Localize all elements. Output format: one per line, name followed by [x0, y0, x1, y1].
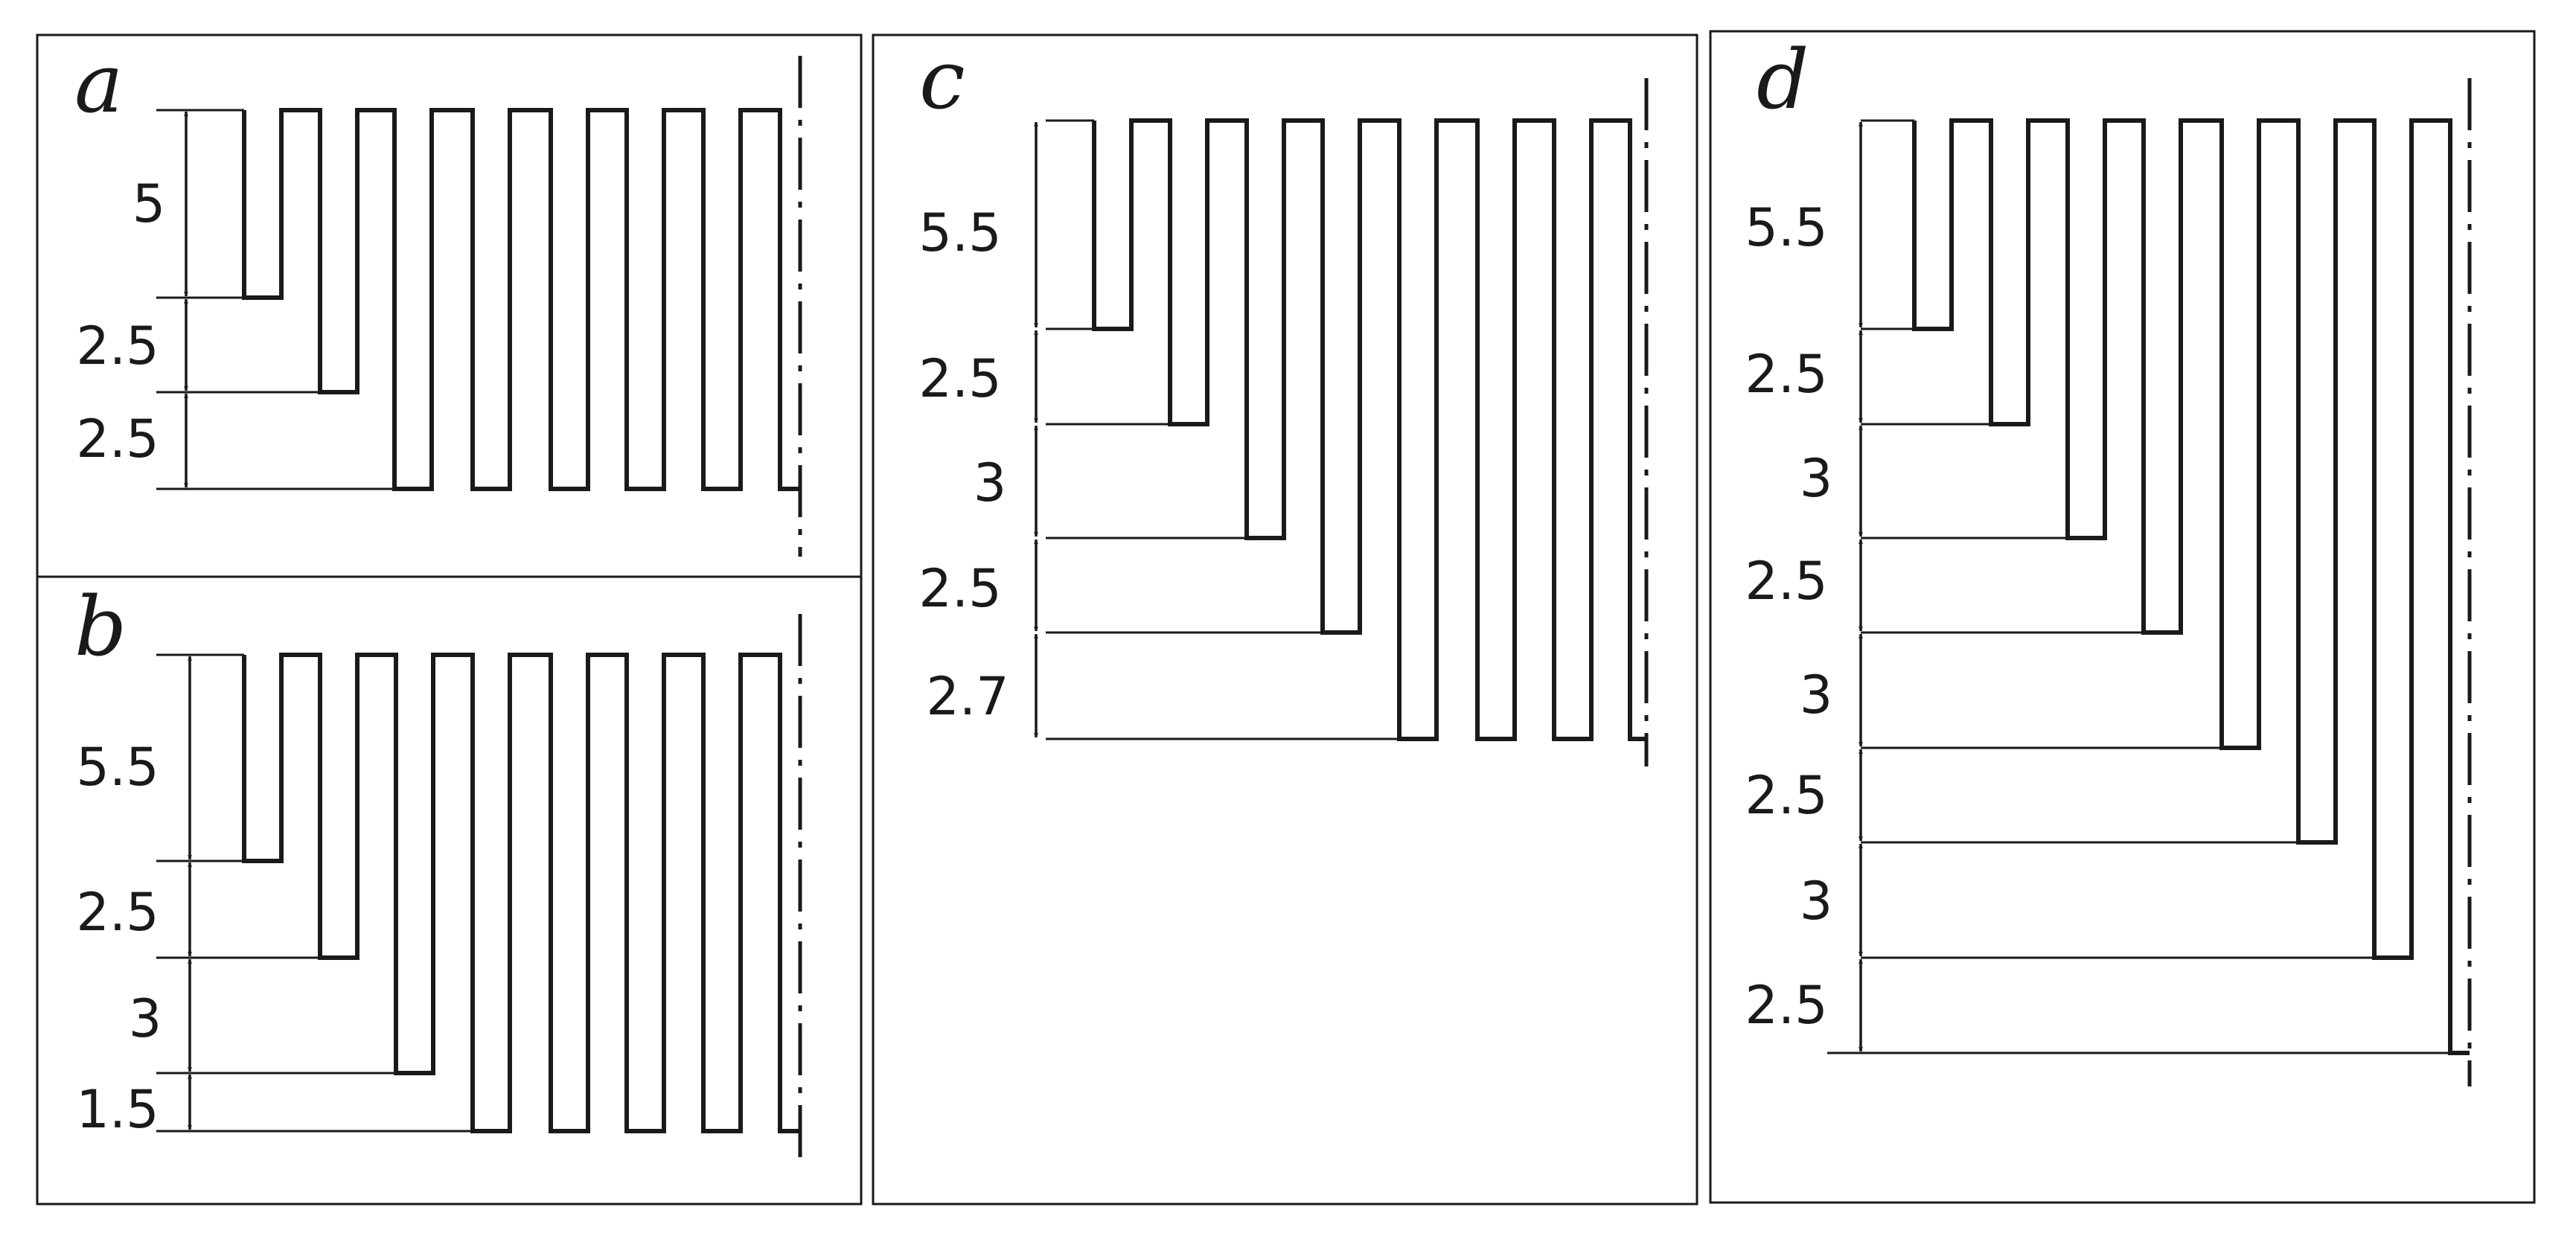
panel-b-label: b [74, 579, 127, 674]
panel-a-dimension-label: 2.5 [76, 316, 159, 377]
panel-c-dimension-label: 2.7 [926, 666, 1009, 727]
panel-d-frame [1709, 30, 2536, 1204]
panel-d-diagram: 5.5 2.5 3 2.5 3 2.5 3 2.5 [1745, 78, 2472, 1086]
panel-d-dimension-label: 3 [1800, 871, 1833, 932]
panel-c-dimension-label: 2.5 [918, 348, 1001, 409]
panel-b-dimension-label: 5.5 [76, 737, 159, 798]
panel-c-label: c [919, 32, 965, 127]
panel-b-dimension-label: 1.5 [76, 1079, 159, 1140]
panel-a-tooth-profile [242, 108, 800, 491]
panel-d-dimension-label: 3 [1800, 448, 1833, 509]
panel-c-dimension-label: 2.5 [918, 558, 1001, 619]
panel-a-frame [36, 33, 863, 578]
panel-a-diagram: 5 2.5 2.5 [76, 56, 802, 557]
panel-c-dimension-label: 5.5 [918, 202, 1001, 263]
panel-b-tooth-profile [242, 653, 800, 1133]
panel-d-label: d [1757, 32, 1809, 127]
panel-b-frame [36, 575, 863, 1206]
panel-b-dimension-label: 3 [129, 988, 162, 1049]
panel-a-label: a [74, 36, 124, 131]
panel-c-dimension-label: 3 [974, 452, 1007, 513]
panel-b-dimension-label: 2.5 [76, 882, 159, 943]
panel-d-dimension-label: 2.5 [1745, 975, 1827, 1036]
panel-a-dimension-label: 5 [132, 173, 166, 234]
panel-d-dimension-label: 3 [1800, 665, 1833, 726]
panel-c-diagram: 5.5 2.5 3 2.5 2.7 [918, 78, 1649, 766]
panel-d-dimension-label: 5.5 [1745, 197, 1827, 258]
panel-d-dimension-label: 2.5 [1745, 765, 1827, 826]
panel-d-tooth-profile [1912, 118, 2470, 1055]
panel-c-tooth-profile [1092, 118, 1646, 741]
panel-b-diagram: 5.5 2.5 3 1.5 [76, 614, 802, 1161]
panel-c-frame [872, 33, 1698, 1206]
panel-d-dimension-label: 2.5 [1745, 551, 1827, 612]
panel-d-dimension-label: 2.5 [1745, 344, 1827, 405]
panel-a-dimension-label: 2.5 [76, 409, 159, 470]
